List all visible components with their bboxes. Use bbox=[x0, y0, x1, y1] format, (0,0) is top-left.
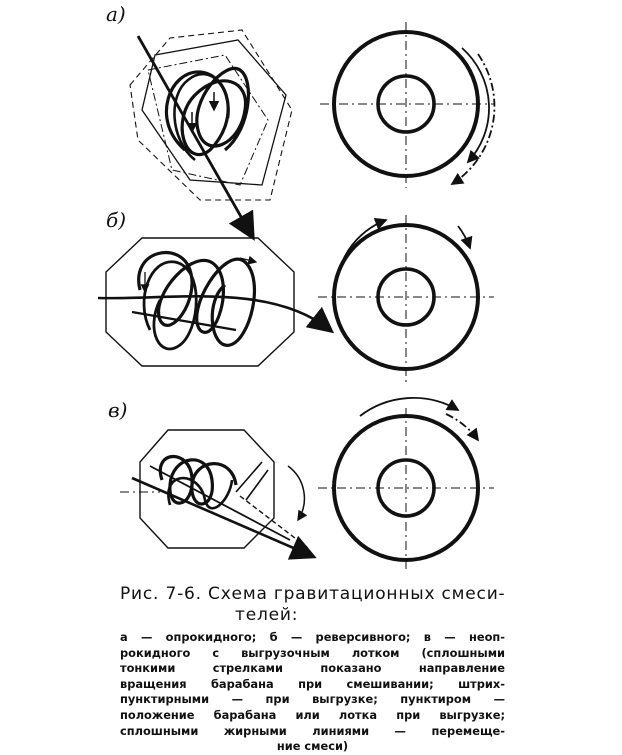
caption-line: рокидного с выгрузочным лотком (сплошным… bbox=[120, 645, 505, 660]
panel-a-drum-outline bbox=[141, 39, 287, 186]
panel-v-drum-front bbox=[318, 397, 494, 572]
panel-a-discharge-arrow bbox=[136, 35, 255, 241]
panel-v-mix-loops bbox=[158, 454, 238, 506]
panel-a-drum-dashed-position bbox=[129, 29, 293, 201]
caption-line: ние смеси) bbox=[276, 739, 349, 754]
panel-v-label: в) bbox=[108, 398, 128, 422]
caption-title: Рис. 7-6. Схема гравитационных смеси- те… bbox=[120, 584, 520, 626]
caption-line: а — опрокидного; б — реверсивного; в — н… bbox=[120, 630, 505, 644]
panel-b-rotation-arrow-left bbox=[343, 217, 388, 259]
panel-b-drum-front bbox=[318, 215, 494, 382]
panel-a-rotation-arrow-dashdot bbox=[450, 53, 496, 185]
mixer-schemes-figure bbox=[97, 22, 496, 572]
panel-a-rotation-arrow-solid bbox=[461, 47, 490, 164]
caption-line: сплошными жирными линиями — перемеще- bbox=[120, 723, 505, 738]
panel-v-chute-dashed bbox=[239, 495, 309, 549]
caption-line: положение барабана или лотка при выгрузк… bbox=[120, 707, 505, 722]
panel-v-rotation-arrow-solid bbox=[359, 397, 460, 417]
panel-a-mix-loops bbox=[165, 66, 251, 157]
panel-a-drum-dashdot-position bbox=[147, 54, 269, 186]
panel-v-chute-rotation-arrow bbox=[287, 465, 308, 522]
panel-a-drum-side bbox=[129, 29, 293, 241]
panel-a-drum-front bbox=[320, 22, 496, 188]
panel-v-chute-solid bbox=[235, 461, 263, 493]
panel-b-label: б) bbox=[106, 208, 127, 232]
panel-b-discharge-arrow bbox=[97, 295, 335, 334]
panel-v-discharge-arrow bbox=[131, 476, 317, 560]
caption-title-line1: Рис. 7-6. Схема гравитационных смеси- bbox=[120, 584, 506, 604]
caption-line: вращения барабана при смешивании; штрих- bbox=[120, 676, 505, 691]
panel-v-drum-side bbox=[120, 429, 317, 560]
panel-b-drum-side bbox=[97, 237, 335, 367]
panel-v-rotation-arrow-dashdot bbox=[445, 413, 480, 442]
caption-line: тонкими стрелками показано направление bbox=[120, 661, 505, 676]
panel-a-label: а) bbox=[106, 2, 126, 26]
panel-b-drum-outline bbox=[105, 237, 295, 367]
panel-b-rotation-arrow-right bbox=[457, 225, 473, 250]
caption-body: а — опрокидного; б — реверсивного; в — н… bbox=[120, 630, 505, 755]
caption-line: пунктирными — при выгрузке; пунктиром — bbox=[120, 692, 505, 707]
caption-title-line2: телей: bbox=[235, 605, 299, 625]
